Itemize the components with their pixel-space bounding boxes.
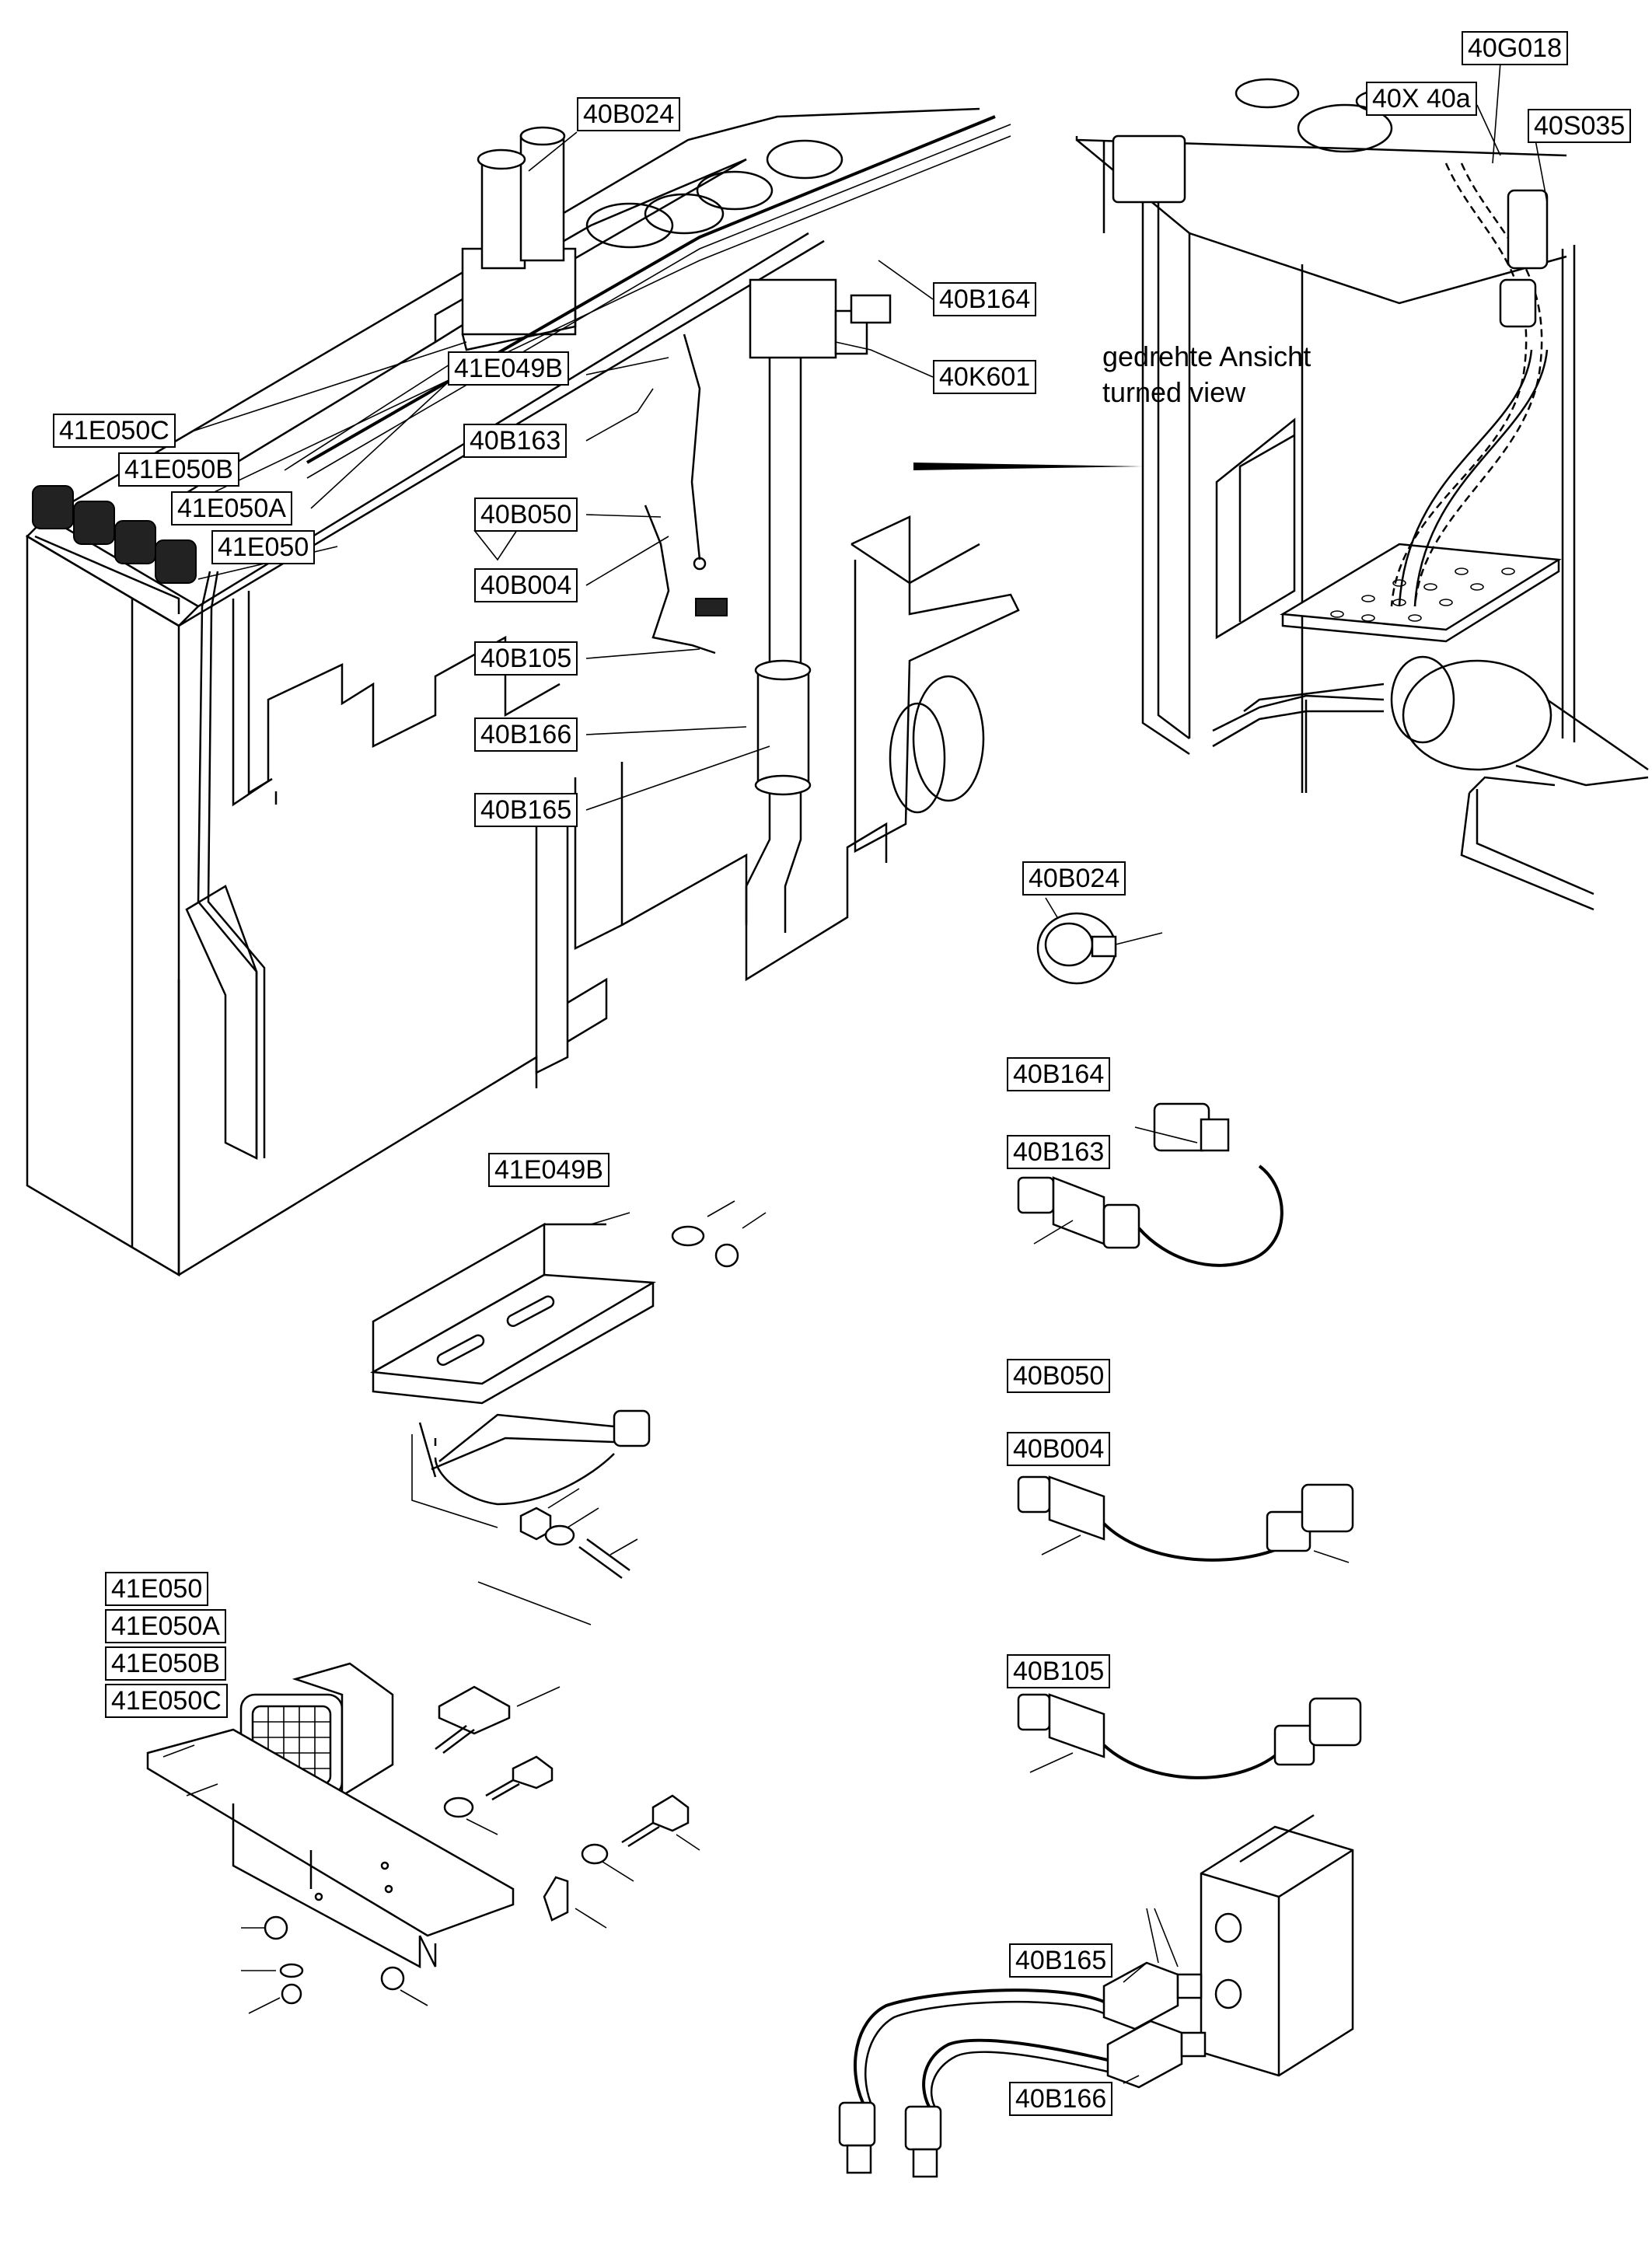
callout-41E050C: 41E050C <box>53 414 176 448</box>
detail-40B024-sensor <box>1036 897 1163 985</box>
detail-title-41E050A: 41E050A <box>105 1609 226 1643</box>
callout-41E049B: 41E049B <box>448 351 569 386</box>
callout-40B024: 40B024 <box>577 97 681 131</box>
detail-title-41E049B: 41E049B <box>488 1153 609 1187</box>
callout-41E050B: 41E050B <box>118 452 239 487</box>
turned-view-note-en: turned view <box>1102 376 1246 408</box>
detail-40B004-pressure-switch <box>1017 1475 1354 1563</box>
callout-40K601: 40K601 <box>933 360 1037 394</box>
detail-41E050-work-lamp <box>146 1662 700 2014</box>
turned-view-assembly <box>1075 78 1649 911</box>
view-arrow <box>913 463 1143 470</box>
leader-lines <box>194 61 1548 811</box>
callout-40B165: 40B165 <box>474 793 578 827</box>
callout-41E050A: 41E050A <box>171 491 292 525</box>
work-lamp-row <box>32 485 197 614</box>
callout-40B166: 40B166 <box>474 718 578 752</box>
detail-title-41E050C: 41E050C <box>105 1684 228 1718</box>
callout-40B163: 40B163 <box>463 424 568 458</box>
detail-title-40B050: 40B050 <box>1007 1359 1111 1393</box>
detail-41E049B-bracket <box>370 1200 767 1625</box>
detail-40B165-40B166-switch-block <box>838 1814 1354 2178</box>
detail-title-40B163: 40B163 <box>1007 1135 1111 1169</box>
callout-41E050: 41E050 <box>211 530 316 564</box>
valve-block <box>749 278 837 359</box>
detail-title-41E050: 41E050 <box>105 1572 209 1606</box>
main-machine-assembly <box>25 107 1020 1277</box>
callout-40B050: 40B050 <box>474 498 578 532</box>
callout-40X-40a: 40X 40a <box>1366 82 1477 116</box>
vertical-pipe <box>745 326 812 933</box>
detail-leader-lines <box>1123 1962 1147 2084</box>
detail-40B163-pressure-switch <box>1017 1102 1284 1267</box>
callout-40G018: 40G018 <box>1462 31 1568 65</box>
detail-title-40B166: 40B166 <box>1009 2082 1113 2116</box>
callout-40S035: 40S035 <box>1528 109 1632 143</box>
detail-title-40B164: 40B164 <box>1007 1057 1111 1091</box>
callout-40B004: 40B004 <box>474 568 578 602</box>
detail-title-40B024: 40B024 <box>1022 861 1126 896</box>
hydraulic-tank-fitting <box>461 126 577 351</box>
callout-40B164: 40B164 <box>933 282 1037 316</box>
detail-title-41E050B: 41E050B <box>105 1646 226 1681</box>
detail-40B105-sensor <box>1017 1693 1362 1779</box>
turned-view-note-de: gedrehte Ansicht <box>1102 340 1311 372</box>
detail-title-40B105: 40B105 <box>1007 1654 1111 1688</box>
callout-40B105: 40B105 <box>474 641 578 676</box>
detail-title-40B165: 40B165 <box>1009 1943 1113 1978</box>
detail-title-40B004: 40B004 <box>1007 1432 1111 1466</box>
